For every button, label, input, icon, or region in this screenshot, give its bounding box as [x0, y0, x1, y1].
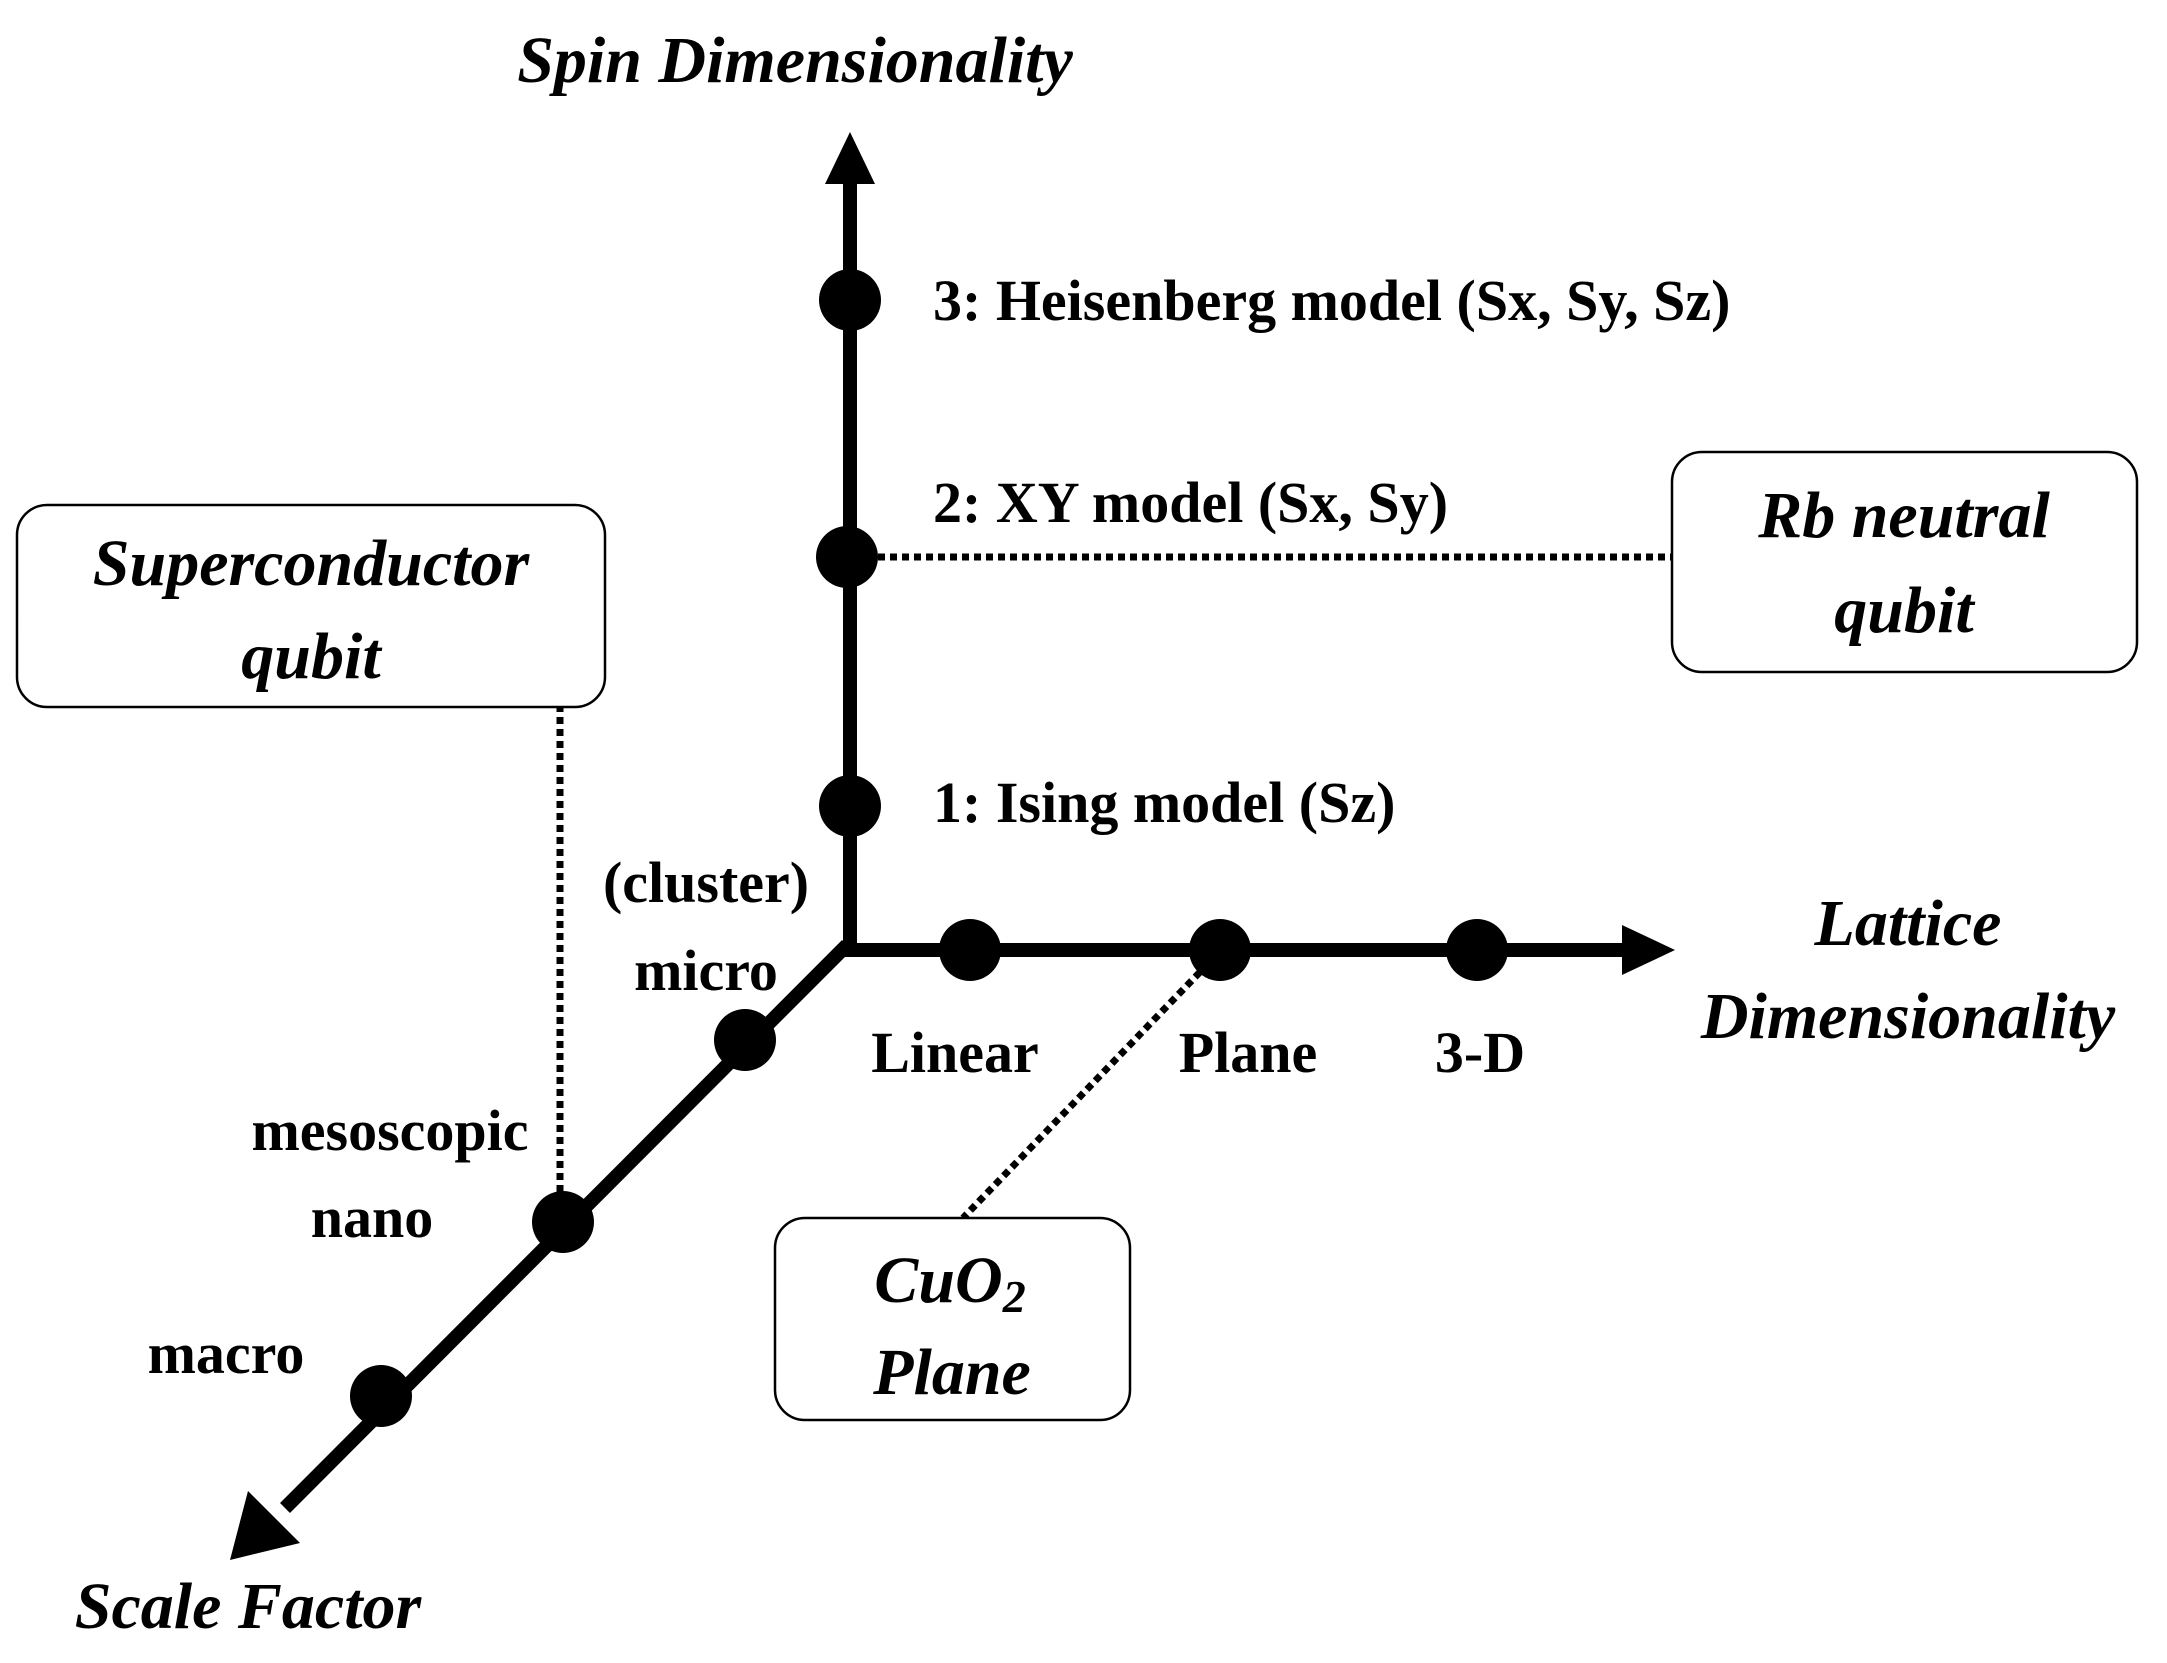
spin-level-2-label: 2: XY model (Sx, Sy) — [933, 470, 1448, 535]
cuo2-plane-callout: CuO2 Plane — [773, 1216, 1132, 1422]
rb-neutral-qubit-line1: Rb neutral — [1757, 479, 2050, 552]
spin-axis-arrowhead — [825, 132, 875, 184]
rb-neutral-qubit-line2: qubit — [1834, 574, 1975, 647]
lattice-axis-title-line1: Lattice — [1814, 887, 2002, 960]
scale-nano-label-line2: nano — [311, 1185, 434, 1250]
superconductor-qubit-line2: qubit — [241, 620, 382, 693]
cuo2-plane-line2: Plane — [872, 1336, 1031, 1409]
lattice-axis-title-line2: Dimensionality — [1700, 980, 2116, 1053]
scale-micro-label-line1: (cluster) — [603, 850, 809, 915]
lattice-3d-label: 3-D — [1435, 1020, 1525, 1085]
lattice-plane-label: Plane — [1179, 1020, 1318, 1085]
spin-level-2-marker — [816, 526, 878, 588]
superconductor-qubit-line1: Superconductor — [93, 527, 531, 600]
lattice-linear-marker — [939, 919, 1001, 981]
cuo2-formula-main: CuO — [874, 1244, 1002, 1317]
superconductor-qubit-callout: Superconductor qubit — [15, 503, 607, 709]
scale-micro-marker — [714, 1009, 776, 1071]
lattice-axis-arrowhead — [1622, 925, 1675, 975]
spin-level-1-marker — [819, 775, 881, 837]
lattice-3d-marker — [1446, 919, 1508, 981]
rb-neutral-qubit-box — [1670, 450, 2139, 674]
spin-level-1-label: 1: Ising model (Sz) — [933, 770, 1395, 835]
lattice-plane-marker — [1189, 919, 1251, 981]
cuo2-plane-line1: CuO2 — [874, 1244, 1025, 1322]
scale-nano-label-line1: mesoscopic — [251, 1098, 528, 1163]
spin-level-3-label: 3: Heisenberg model (Sx, Sy, Sz) — [933, 268, 1730, 333]
scale-macro-label: macro — [148, 1321, 305, 1386]
scale-axis-arrowhead — [230, 1491, 300, 1560]
cuo2-formula-subscript: 2 — [1002, 1271, 1026, 1322]
scale-nano-marker — [532, 1191, 594, 1253]
spin-level-3-marker — [819, 269, 881, 331]
scale-micro-label-line2: micro — [634, 938, 778, 1003]
cuo2-plane-box — [773, 1216, 1132, 1422]
scale-axis-title: Scale Factor — [75, 1570, 423, 1643]
spin-axis-title: Spin Dimensionality — [517, 24, 1073, 97]
rb-neutral-qubit-callout: Rb neutral qubit — [1670, 450, 2139, 674]
scale-macro-marker — [350, 1365, 412, 1427]
superconductor-qubit-box — [15, 503, 607, 709]
lattice-linear-label: Linear — [871, 1020, 1039, 1085]
cuo2-plane-leader — [960, 969, 1203, 1221]
